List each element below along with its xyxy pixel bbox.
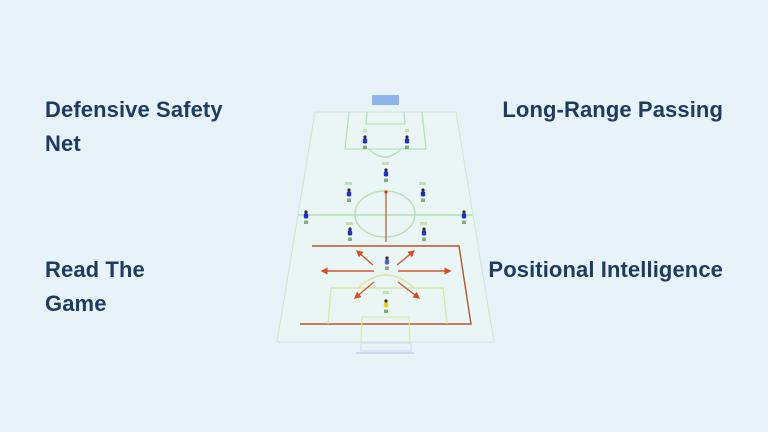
label-positional-intelligence: Positional Intelligence [488,253,723,287]
position-tags [345,129,427,294]
label-defensive-safety-net: Defensive Safety Net [45,93,223,161]
label-line: Read The [45,257,145,282]
label-line: Long-Range Passing [502,97,723,122]
label-line: Defensive Safety [45,97,223,122]
label-line: Game [45,291,107,316]
label-line: Net [45,131,81,156]
top-goal [372,95,399,107]
top-penalty-area [344,111,427,158]
label-line: Positional Intelligence [488,257,723,282]
passing-arrows [320,250,452,299]
label-read-the-game: Read The Game [45,253,145,321]
label-long-range-passing: Long-Range Passing [502,93,723,127]
bottom-goal [360,342,412,352]
bottom-penalty-area [300,245,472,343]
